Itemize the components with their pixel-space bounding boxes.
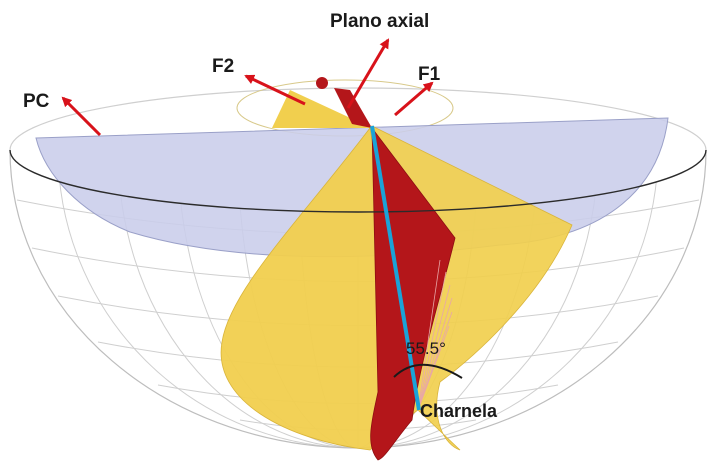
arrows bbox=[61, 38, 434, 137]
label-pc: PC bbox=[23, 91, 50, 112]
rim-front bbox=[9, 149, 707, 213]
label-charnela: Charnela bbox=[420, 401, 498, 421]
arrow-plano-axial bbox=[346, 38, 390, 109]
pole-dot bbox=[316, 77, 328, 89]
label-f1: F1 bbox=[418, 64, 441, 85]
arrow-f2 bbox=[244, 74, 306, 106]
angle-arc bbox=[393, 363, 463, 379]
arrow-pc bbox=[61, 96, 102, 137]
hinge-line bbox=[370, 125, 421, 411]
label-angle: 55.5° bbox=[406, 339, 446, 358]
axial-plane-hatch bbox=[417, 259, 453, 411]
label-f2: F2 bbox=[212, 56, 234, 77]
arrow-f1 bbox=[394, 81, 434, 117]
label-plano-axial: Plano axial bbox=[330, 11, 429, 32]
axial-plane-upper bbox=[334, 88, 372, 128]
